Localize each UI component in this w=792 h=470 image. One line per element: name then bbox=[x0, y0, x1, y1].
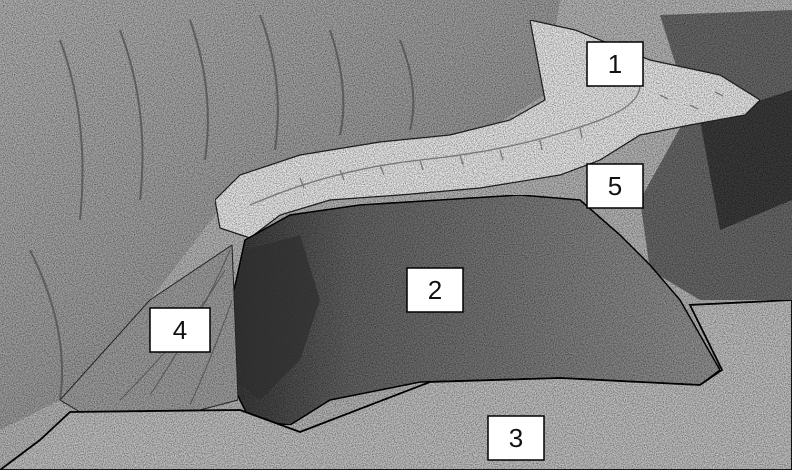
svg-text:2: 2 bbox=[428, 275, 442, 305]
svg-text:3: 3 bbox=[509, 423, 523, 453]
label-3: 3 bbox=[488, 416, 544, 460]
svg-text:4: 4 bbox=[173, 315, 187, 345]
label-4: 4 bbox=[150, 308, 210, 352]
label-2: 2 bbox=[407, 268, 463, 312]
svg-text:1: 1 bbox=[608, 49, 622, 79]
svg-text:5: 5 bbox=[608, 171, 622, 201]
label-1: 1 bbox=[587, 42, 643, 86]
label-5: 5 bbox=[587, 164, 643, 208]
